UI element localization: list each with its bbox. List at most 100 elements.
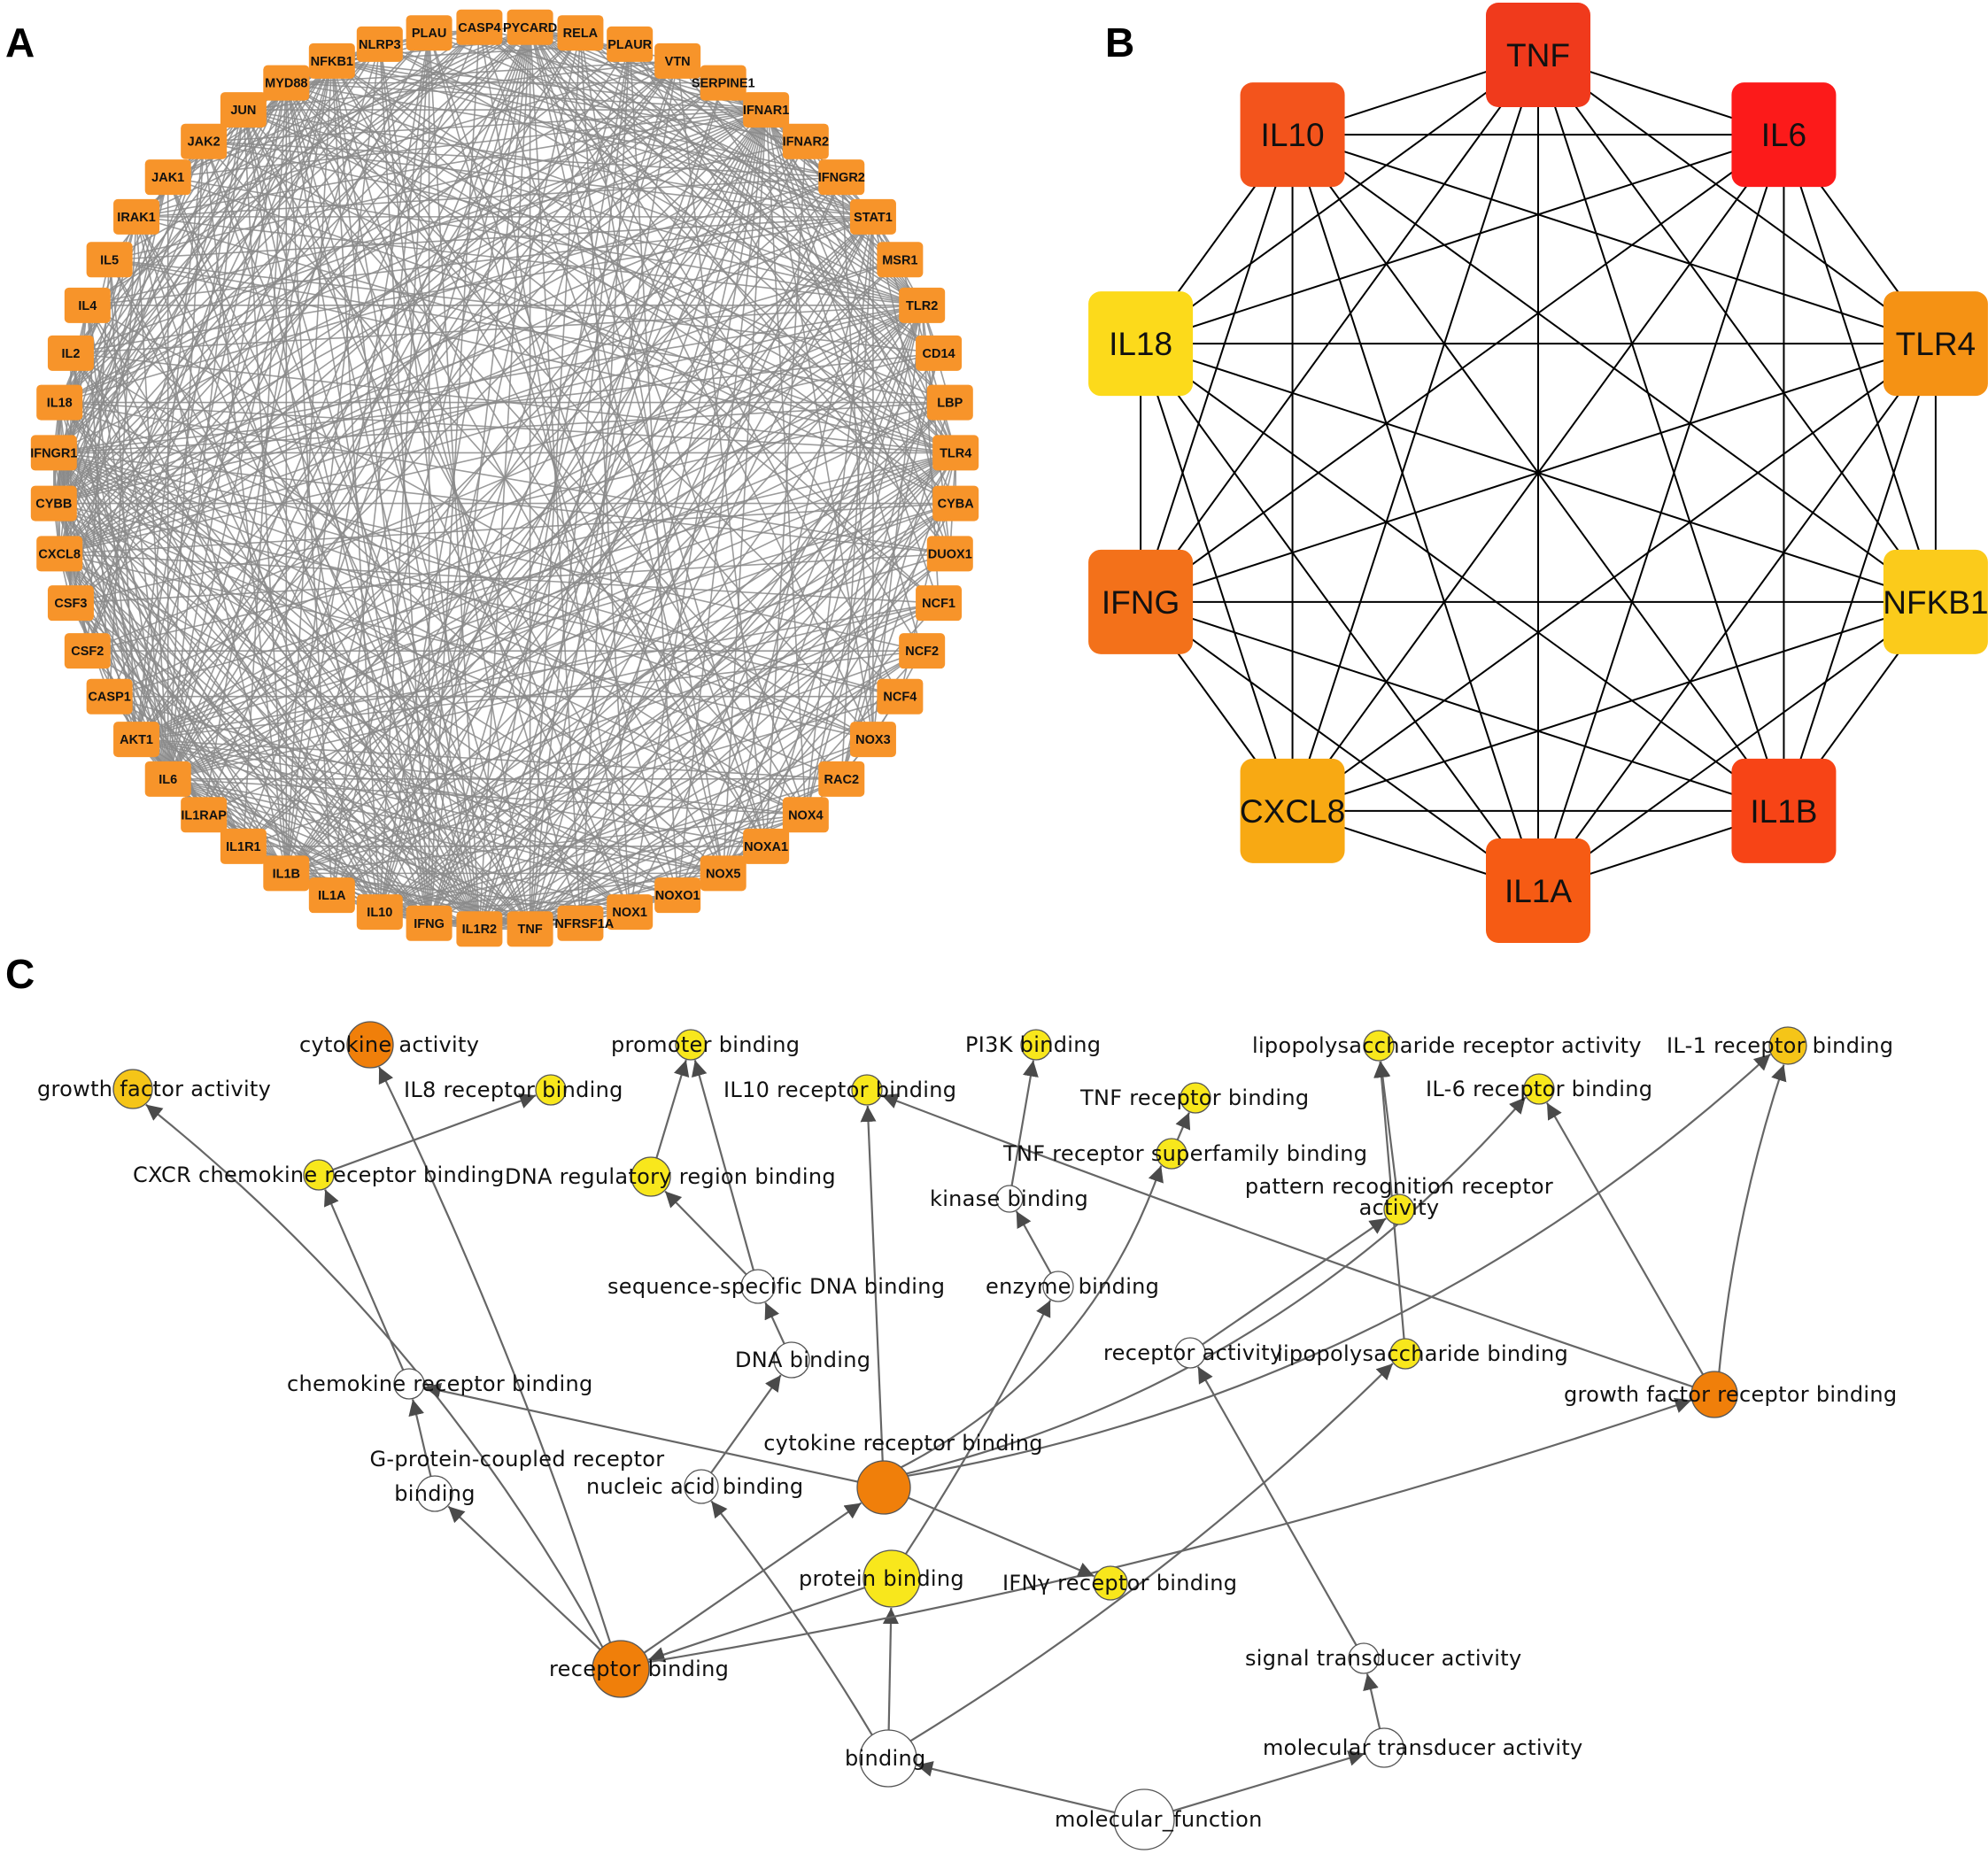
a-node-tlr2[interactable]: TLR2 bbox=[899, 287, 946, 323]
a-node-nfkb1[interactable]: NFKB1 bbox=[308, 42, 355, 79]
a-node-nox3[interactable]: NOX3 bbox=[849, 722, 896, 758]
a-node-ifng[interactable]: IFNG bbox=[406, 905, 453, 941]
a-node-msr1[interactable]: MSR1 bbox=[877, 242, 924, 278]
c-node-receptor-binding[interactable]: receptor binding bbox=[549, 1640, 729, 1698]
a-node-casp1[interactable]: CASP1 bbox=[86, 678, 133, 715]
c-node-dna-binding[interactable]: DNA binding bbox=[735, 1341, 870, 1379]
c-node-nucleic-acid-binding[interactable]: nucleic acid binding bbox=[586, 1469, 803, 1504]
a-node-tlr4[interactable]: TLR4 bbox=[932, 435, 979, 471]
a-node-tnfrsf1a[interactable]: TNFRSF1A bbox=[547, 905, 615, 941]
a-node-myd88[interactable]: MYD88 bbox=[263, 65, 310, 101]
c-node-kinase-binding[interactable]: kinase binding bbox=[930, 1185, 1088, 1213]
a-node-ncf1[interactable]: NCF1 bbox=[916, 585, 963, 622]
a-node-cybb[interactable]: CYBB bbox=[30, 485, 77, 521]
a-node-stat1[interactable]: STAT1 bbox=[849, 198, 896, 235]
a-node-casp4[interactable]: CASP4 bbox=[456, 9, 503, 45]
a-node-nox4[interactable]: NOX4 bbox=[782, 797, 829, 833]
b-node-tlr4[interactable]: TLR4 bbox=[1883, 291, 1988, 397]
c-node-lipopolysaccharide-binding[interactable]: lipopolysaccharide binding bbox=[1277, 1338, 1568, 1370]
a-node-rela[interactable]: RELA bbox=[557, 15, 604, 51]
a-node-duox1[interactable]: DUOX1 bbox=[926, 536, 973, 572]
a-node-il5[interactable]: IL5 bbox=[86, 242, 133, 278]
a-edge-akt1-ifnar1 bbox=[135, 109, 767, 740]
c-node-sequence-specific-dna-binding[interactable]: sequence-specific DNA binding bbox=[607, 1269, 945, 1304]
a-node-il1a[interactable]: IL1A bbox=[308, 877, 355, 914]
c-node-il10-receptor-binding[interactable]: IL10 receptor binding bbox=[723, 1074, 956, 1106]
b-node-tnf[interactable]: TNF bbox=[1486, 3, 1590, 107]
a-node-plaur[interactable]: PLAUR bbox=[607, 26, 654, 62]
c-node-signal-transducer-activity[interactable]: signal transducer activity bbox=[1245, 1642, 1522, 1674]
c-node-binding[interactable]: binding bbox=[845, 1729, 926, 1788]
c-node-lps-receptor-activity[interactable]: lipopolysaccharide receptor activity bbox=[1252, 1030, 1642, 1062]
c-node-cxcr-chemokine-receptor-binding[interactable]: CXCR chemokine receptor binding bbox=[133, 1159, 505, 1191]
a-node-cd14[interactable]: CD14 bbox=[916, 335, 963, 371]
c-node-chemokine-receptor-binding[interactable]: chemokine receptor binding bbox=[287, 1368, 593, 1400]
a-node-noxo1[interactable]: NOXO1 bbox=[654, 877, 701, 914]
b-node-il10[interactable]: IL10 bbox=[1240, 82, 1345, 188]
c-node-promoter-binding[interactable]: promoter binding bbox=[611, 1029, 800, 1061]
a-node-irak1[interactable]: IRAK1 bbox=[113, 198, 160, 235]
c-node-il6-receptor-binding[interactable]: IL-6 receptor binding bbox=[1426, 1073, 1652, 1105]
c-node-growth-factor-receptor-binding[interactable]: growth factor receptor binding bbox=[1564, 1371, 1897, 1418]
c-node-enzyme-binding[interactable]: enzyme binding bbox=[986, 1271, 1159, 1302]
a-edge-ifngr2-irak1 bbox=[136, 176, 842, 218]
b-node-il18[interactable]: IL18 bbox=[1088, 291, 1194, 397]
c-node-il1-receptor-binding[interactable]: IL-1 receptor binding bbox=[1667, 1026, 1893, 1065]
b-node-il6[interactable]: IL6 bbox=[1731, 82, 1837, 188]
a-node-lbp[interactable]: LBP bbox=[926, 384, 973, 421]
a-node-akt1[interactable]: AKT1 bbox=[113, 722, 160, 758]
a-node-il10[interactable]: IL10 bbox=[356, 894, 403, 931]
a-node-cxcl8[interactable]: CXCL8 bbox=[36, 536, 83, 572]
a-node-plau[interactable]: PLAU bbox=[406, 15, 453, 51]
c-node-il8-receptor-binding[interactable]: IL8 receptor binding bbox=[404, 1074, 623, 1106]
a-node-csf3[interactable]: CSF3 bbox=[47, 585, 94, 622]
b-node-cxcl8[interactable]: CXCL8 bbox=[1240, 758, 1345, 863]
a-node-serpine1[interactable]: SERPINE1 bbox=[692, 65, 755, 101]
a-node-noxa1[interactable]: NOXA1 bbox=[743, 828, 790, 864]
c-node-protein-binding[interactable]: protein binding bbox=[799, 1549, 964, 1608]
a-node-il18[interactable]: IL18 bbox=[36, 384, 83, 421]
b-node-nfkb1[interactable]: NFKB1 bbox=[1883, 549, 1988, 654]
a-node-nlrp3[interactable]: NLRP3 bbox=[356, 26, 403, 62]
a-node-il1rap[interactable]: IL1RAP bbox=[181, 797, 227, 833]
c-node-tnf-receptor-superfamily-binding[interactable]: TNF receptor superfamily binding bbox=[1002, 1138, 1367, 1170]
a-node-il1r2[interactable]: IL1R2 bbox=[456, 911, 503, 947]
a-node-ifnar2[interactable]: IFNAR2 bbox=[783, 123, 829, 159]
c-node-cytokine-receptor-binding[interactable]: cytokine receptor binding bbox=[763, 1431, 1043, 1515]
a-node-il1r1[interactable]: IL1R1 bbox=[220, 828, 267, 864]
c-node-cytokine-activity[interactable]: cytokine activity bbox=[299, 1021, 479, 1069]
c-node-dna-regulatory-region-binding[interactable]: DNA regulatory region binding bbox=[505, 1156, 836, 1197]
c-node-molecular-transducer-activity[interactable]: molecular transducer activity bbox=[1263, 1727, 1583, 1768]
c-node-ifng-receptor-binding[interactable]: IFNγ receptor binding bbox=[1002, 1565, 1237, 1601]
b-node-il1a[interactable]: IL1A bbox=[1486, 838, 1590, 943]
a-node-jak1[interactable]: JAK1 bbox=[144, 159, 191, 196]
a-node-rac2[interactable]: RAC2 bbox=[818, 761, 865, 797]
a-node-jak2[interactable]: JAK2 bbox=[181, 123, 228, 159]
c-node-pi3k-binding[interactable]: PI3K binding bbox=[965, 1029, 1101, 1061]
a-node-vtn[interactable]: VTN bbox=[654, 42, 701, 79]
a-node-il6[interactable]: IL6 bbox=[144, 761, 191, 797]
a-node-jun[interactable]: JUN bbox=[220, 92, 267, 128]
a-node-ncf2[interactable]: NCF2 bbox=[899, 633, 946, 669]
b-node-il1b[interactable]: IL1B bbox=[1731, 758, 1837, 863]
c-node-molecular-function[interactable]: molecular_function bbox=[1055, 1788, 1263, 1850]
a-node-csf2[interactable]: CSF2 bbox=[64, 633, 111, 669]
c-node-receptor-activity[interactable]: receptor activity bbox=[1103, 1337, 1282, 1369]
a-node-ifngr2[interactable]: IFNGR2 bbox=[818, 159, 865, 196]
a-node-ncf4[interactable]: NCF4 bbox=[877, 678, 924, 715]
a-node-il1b[interactable]: IL1B bbox=[263, 855, 310, 892]
a-node-il4[interactable]: IL4 bbox=[64, 287, 111, 323]
c-node-tnf-receptor-binding[interactable]: TNF receptor binding bbox=[1079, 1082, 1309, 1114]
a-node-ifngr1[interactable]: IFNGR1 bbox=[30, 435, 77, 471]
a-node-nox1[interactable]: NOX1 bbox=[607, 894, 654, 931]
a-node-cyba[interactable]: CYBA bbox=[932, 485, 979, 521]
c-node-growth-factor-activity[interactable]: growth factor activity bbox=[37, 1069, 271, 1109]
a-node-nox5[interactable]: NOX5 bbox=[700, 855, 746, 892]
a-node-tnf[interactable]: TNF bbox=[507, 911, 553, 947]
a-node-il2[interactable]: IL2 bbox=[47, 335, 94, 371]
b-node-ifng[interactable]: IFNG bbox=[1088, 549, 1194, 654]
a-node-pycard[interactable]: PYCARD bbox=[503, 9, 557, 45]
a-node-ifnar1[interactable]: IFNAR1 bbox=[743, 92, 789, 128]
